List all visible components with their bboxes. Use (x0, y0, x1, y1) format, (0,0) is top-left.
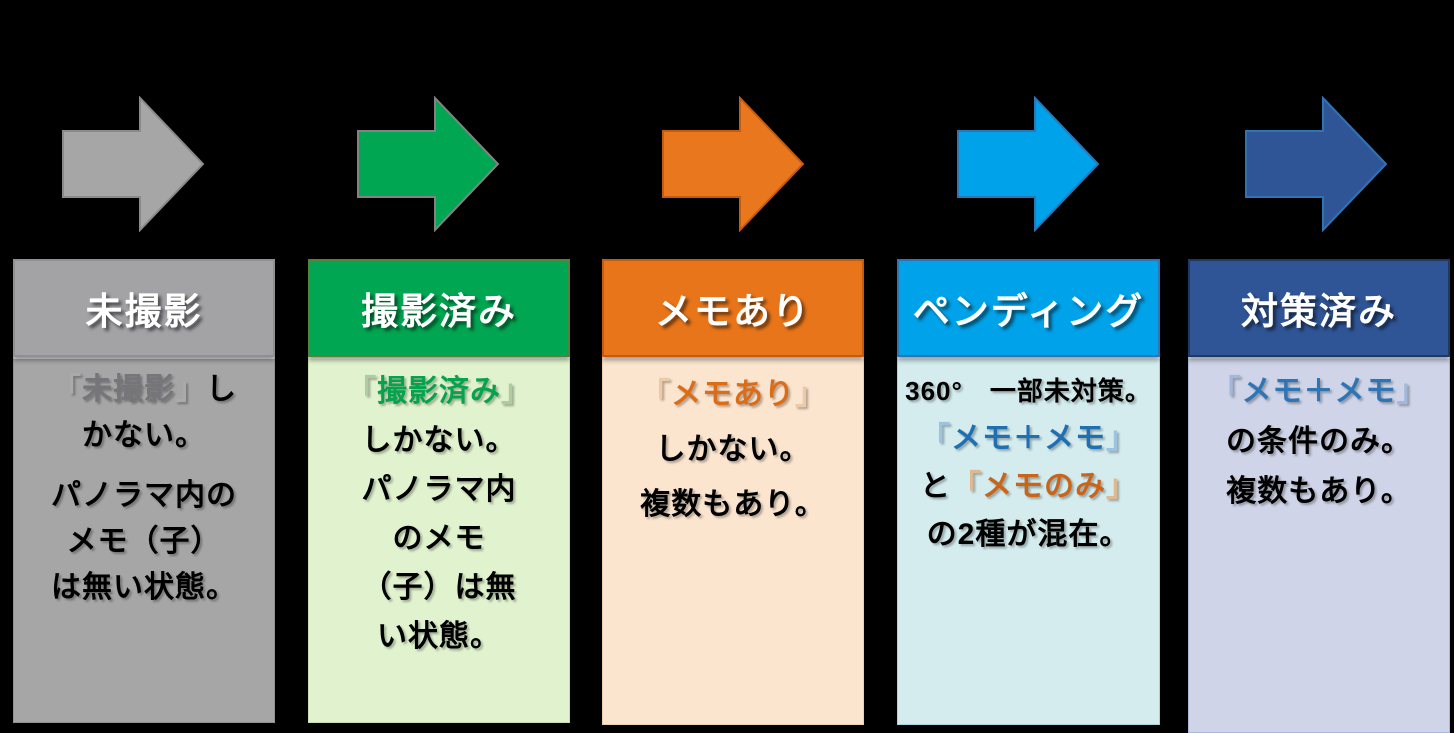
body-text: 「撮影済み」しかない。パノラマ内のメモ （子）は無い状態。 (309, 367, 569, 661)
body-text-line: しかない。 (603, 422, 863, 477)
flow-arrow-pending (957, 96, 1100, 232)
text-segment: メモ＋メモ (1241, 375, 1397, 408)
body-text-line: 「メモあり」 (603, 367, 863, 422)
text-segment: 「 (640, 378, 671, 411)
body-text-line: 360° 一部未対策。 (898, 367, 1159, 415)
body-text: 360° 一部未対策。「メモ＋メモ」と「メモのみ」の2種が混在。 (898, 367, 1159, 559)
body-text: 「メモあり」しかない。複数もあり。 (603, 367, 863, 532)
text-segment: 「 (51, 373, 82, 406)
body-text-line: 「メモ＋メモ」 (1189, 367, 1449, 417)
text-segment: メモあり (671, 378, 795, 411)
column-memo-exists: メモあり 「メモあり」しかない。複数もあり。 (602, 259, 864, 725)
text-segment: パノラマ内の (51, 479, 237, 512)
text-segment: 複数もあり。 (1226, 475, 1412, 508)
text-segment: メモのみ (982, 470, 1106, 503)
body-text-line: パノラマ内 (309, 465, 569, 514)
column-header: 未撮影 (13, 259, 275, 357)
body-text-line: （子）は無 (309, 563, 569, 612)
column-body: 「撮影済み」しかない。パノラマ内のメモ （子）は無い状態。 (308, 357, 570, 723)
text-segment: 」 (1106, 422, 1137, 455)
column-body: 「メモあり」しかない。複数もあり。 (602, 357, 864, 725)
body-text-line: パノラマ内の (14, 473, 274, 519)
text-segment: 」 (795, 378, 826, 411)
body-text: 「メモ＋メモ」の条件のみ。複数もあり。 (1189, 367, 1449, 517)
column-header-label: 撮影済み (361, 291, 517, 332)
body-text-line: 「未撮影」し (14, 367, 274, 413)
body-text-line: 「メモ＋メモ」 (898, 415, 1159, 463)
text-segment: 」 (501, 375, 532, 408)
text-segment: し (206, 373, 237, 406)
column-pending: ペンディング 360° 一部未対策。「メモ＋メモ」と「メモのみ」の2種が混在。 (897, 259, 1160, 725)
column-header: メモあり (602, 259, 864, 357)
text-segment: 」 (1106, 470, 1137, 503)
body-text: 「未撮影」しかない。パノラマ内のメモ（子）は無い状態。 (14, 367, 274, 611)
column-not-photographed: 未撮影 「未撮影」しかない。パノラマ内のメモ（子）は無い状態。 (13, 259, 275, 723)
text-segment: 」 (1396, 375, 1428, 408)
body-text-line: の2種が混在。 (898, 511, 1159, 559)
body-text-line: は無い状態。 (14, 565, 274, 611)
text-segment: 「 (920, 422, 951, 455)
text-segment: （子）は無 (361, 571, 517, 604)
text-segment: 360° 一部未対策。 (905, 376, 1152, 406)
text-segment: しかない。 (361, 424, 517, 457)
column-header: ペンディング (897, 259, 1160, 357)
text-segment: 「 (1210, 375, 1242, 408)
text-segment: い状態。 (377, 620, 501, 653)
text-segment: 「 (346, 375, 377, 408)
column-header: 撮影済み (308, 259, 570, 357)
body-text-line: 複数もあり。 (603, 477, 863, 532)
body-text-line: と「メモのみ」 (898, 463, 1159, 511)
flow-arrow-resolved (1245, 96, 1388, 232)
text-segment: と (920, 470, 951, 503)
text-segment: メモ＋メモ (951, 422, 1106, 455)
column-header-label: 未撮影 (85, 291, 203, 332)
column-header-label: 対策済み (1241, 291, 1397, 332)
body-text-line: 「撮影済み」 (309, 367, 569, 416)
column-photographed: 撮影済み 「撮影済み」しかない。パノラマ内のメモ（子）は無い状態。 (308, 259, 570, 723)
text-segment: 撮影済み (377, 375, 501, 408)
body-text-line: メモ（子） (14, 519, 274, 565)
text-segment: しかない。 (655, 433, 811, 466)
text-segment: 複数もあり。 (640, 488, 826, 521)
text-segment: 」 (175, 373, 206, 406)
column-body: 360° 一部未対策。「メモ＋メモ」と「メモのみ」の2種が混在。 (897, 357, 1160, 725)
column-body: 「メモ＋メモ」の条件のみ。複数もあり。 (1188, 357, 1450, 733)
text-segment: 未撮影 (82, 373, 175, 406)
text-segment: のメモ (392, 522, 486, 555)
column-header-label: メモあり (655, 291, 811, 332)
body-text-line: しかない。 (309, 416, 569, 465)
flow-arrow-not-photographed (62, 96, 205, 232)
text-segment: の2種が混在。 (926, 518, 1131, 551)
text-segment: の条件のみ。 (1226, 425, 1412, 458)
flow-arrow-memo-exists (662, 96, 805, 232)
text-segment: かない。 (82, 419, 206, 452)
body-text-line: 複数もあり。 (1189, 467, 1449, 517)
column-body: 「未撮影」しかない。パノラマ内のメモ（子）は無い状態。 (13, 357, 275, 723)
text-segment: 「 (951, 470, 982, 503)
body-text-line: かない。 (14, 413, 274, 459)
text-segment: は無い状態。 (51, 571, 237, 604)
column-header: 対策済み (1188, 259, 1450, 357)
column-header-label: ペンディング (912, 291, 1145, 332)
body-text-line: の条件のみ。 (1189, 417, 1449, 467)
text-segment: パノラマ内 (361, 473, 517, 506)
text-segment: メモ（子） (66, 525, 222, 558)
flow-arrow-photographed (357, 96, 500, 232)
body-text-line: のメモ (309, 514, 569, 563)
column-resolved: 対策済み 「メモ＋メモ」の条件のみ。複数もあり。 (1188, 259, 1450, 733)
body-text-line: い状態。 (309, 612, 569, 661)
